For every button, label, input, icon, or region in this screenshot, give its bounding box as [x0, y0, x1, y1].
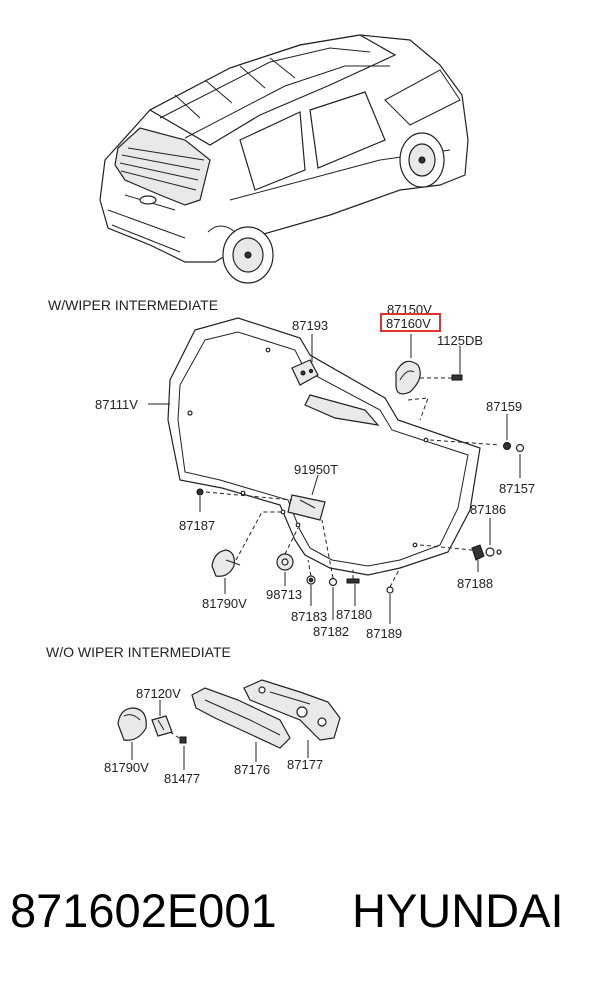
label-87160v: 87160V: [386, 316, 431, 331]
section-label-without-wiper: W/O WIPER INTERMEDIATE: [46, 644, 231, 660]
part-87157-grommet: [515, 443, 525, 453]
label-87159: 87159: [486, 399, 522, 414]
part-87180-bolt: [346, 578, 360, 584]
label-98713: 98713: [266, 587, 302, 602]
part-81477-screw: [169, 731, 187, 744]
part-87120v-clip: [151, 715, 173, 737]
part-81790v-plug: [211, 549, 241, 577]
label-81790v-bottom: 81790V: [104, 760, 149, 775]
part-87160v-handle: [395, 360, 421, 395]
label-87176: 87176: [234, 762, 270, 777]
label-87177: 87177: [287, 757, 323, 772]
highlight-box-87160v: [380, 313, 441, 332]
label-91950t: 91950T: [294, 462, 338, 477]
part-87189-cap: [386, 586, 394, 594]
vehicle-illustration: [99, 34, 469, 284]
part-81790v-cap-lower: [117, 707, 147, 741]
label-87186: 87186: [470, 502, 506, 517]
part-87193-clip: [291, 359, 319, 386]
label-87189: 87189: [366, 626, 402, 641]
label-1125db: 1125DB: [437, 333, 483, 348]
part-98713-nozzle: [276, 553, 294, 571]
footer-part-number: 871602E001: [10, 884, 277, 937]
label-87120v: 87120V: [136, 686, 181, 701]
part-87186-87188-grommet: [471, 544, 502, 561]
part-87182-nut: [328, 577, 338, 587]
part-87159-grommet: [503, 442, 511, 450]
part-87187-clip: [196, 488, 204, 496]
label-87111v: 87111V: [95, 397, 138, 412]
footer-brand: HYUNDAI: [352, 884, 564, 937]
tailgate-trim-panel: [167, 317, 481, 576]
part-87176-garnish: [191, 687, 291, 749]
label-87193: 87193: [292, 318, 328, 333]
part-87177-bracket: [243, 679, 341, 741]
label-87182: 87182: [313, 624, 349, 639]
label-87187: 87187: [179, 518, 215, 533]
section-label-with-wiper: W/WIPER INTERMEDIATE: [48, 297, 218, 313]
label-87180: 87180: [336, 607, 372, 622]
label-87157: 87157: [499, 481, 535, 496]
label-87183: 87183: [291, 609, 327, 624]
label-81477: 81477: [164, 771, 200, 786]
part-91950t-connector: [287, 494, 326, 521]
label-81790v-top: 81790V: [202, 596, 247, 611]
label-87188: 87188: [457, 576, 493, 591]
part-1125db-screw: [420, 374, 463, 381]
